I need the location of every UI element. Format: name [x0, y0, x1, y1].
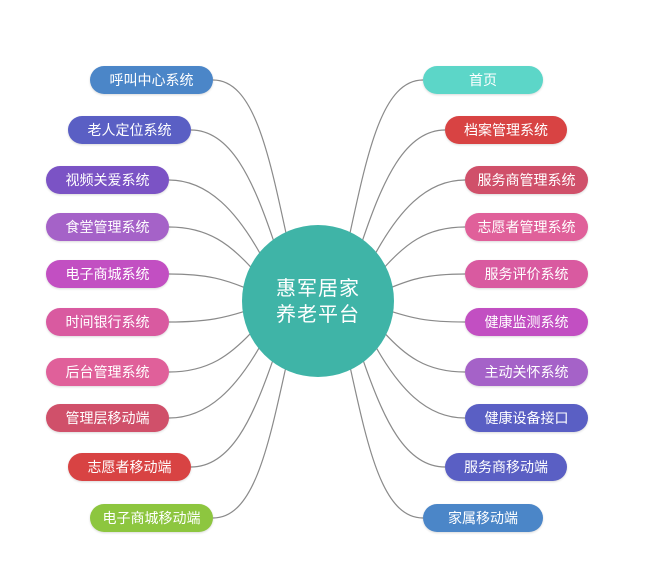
left-node-label: 后台管理系统 — [65, 365, 150, 381]
right-node-2[interactable]: 档案管理系统 — [445, 116, 567, 144]
left-node-4[interactable]: 食堂管理系统 — [46, 213, 169, 241]
right-node-5[interactable]: 服务评价系统 — [465, 260, 588, 288]
left-connector-1 — [212, 79, 287, 235]
right-node-label: 服务商移动端 — [464, 460, 548, 476]
left-connector-3 — [168, 179, 262, 255]
right-connector-8 — [375, 346, 466, 419]
left-connector-7 — [168, 332, 252, 373]
right-node-7[interactable]: 主动关怀系统 — [465, 358, 588, 386]
left-node-label: 视频关爱系统 — [65, 173, 150, 189]
right-connector-2 — [361, 129, 446, 242]
right-node-6[interactable]: 健康监测系统 — [465, 308, 588, 336]
left-node-7[interactable]: 后台管理系统 — [46, 358, 169, 386]
right-connector-1 — [349, 79, 424, 235]
left-node-label: 老人定位系统 — [87, 123, 172, 139]
center-title-line2: 养老平台 — [276, 302, 360, 326]
right-connector-5 — [390, 273, 466, 289]
left-node-label: 电子商城系统 — [65, 267, 150, 283]
left-node-label: 食堂管理系统 — [65, 220, 150, 236]
right-node-label: 健康监测系统 — [484, 315, 569, 331]
right-node-9[interactable]: 服务商移动端 — [445, 453, 567, 481]
right-node-1[interactable]: 首页 — [423, 66, 543, 94]
left-node-label: 电子商城移动端 — [102, 511, 201, 527]
left-node-label: 管理层移动端 — [65, 411, 150, 427]
right-node-label: 志愿者管理系统 — [477, 220, 576, 236]
left-connector-9 — [190, 359, 274, 468]
right-connector-9 — [362, 359, 446, 468]
left-node-8[interactable]: 管理层移动端 — [46, 404, 169, 432]
left-node-label: 呼叫中心系统 — [109, 73, 194, 89]
right-connector-4 — [383, 226, 466, 269]
right-node-label: 主动关怀系统 — [484, 365, 569, 381]
left-node-10[interactable]: 电子商城移动端 — [90, 504, 213, 532]
right-node-label: 健康设备接口 — [484, 411, 569, 427]
left-node-1[interactable]: 呼叫中心系统 — [90, 66, 213, 94]
left-connector-4 — [168, 226, 253, 269]
left-node-5[interactable]: 电子商城系统 — [46, 260, 169, 288]
right-connector-3 — [374, 179, 466, 255]
right-node-10[interactable]: 家属移动端 — [423, 504, 543, 532]
right-node-3[interactable]: 服务商管理系统 — [465, 166, 588, 194]
center-node[interactable]: 惠军居家 养老平台 — [242, 225, 394, 377]
left-connector-10 — [212, 367, 287, 519]
right-connector-10 — [349, 367, 424, 519]
left-node-label: 时间银行系统 — [65, 315, 150, 331]
left-node-9[interactable]: 志愿者移动端 — [68, 453, 191, 481]
right-node-8[interactable]: 健康设备接口 — [465, 404, 588, 432]
right-connector-6 — [391, 310, 466, 323]
right-node-label: 服务商管理系统 — [477, 173, 576, 189]
left-node-2[interactable]: 老人定位系统 — [68, 116, 191, 144]
left-connector-6 — [168, 310, 245, 323]
left-node-label: 志愿者移动端 — [87, 460, 172, 476]
center-title-line1: 惠军居家 — [276, 276, 360, 300]
right-node-label: 服务评价系统 — [484, 267, 569, 283]
right-node-4[interactable]: 志愿者管理系统 — [465, 213, 588, 241]
left-connector-8 — [168, 346, 261, 419]
right-node-label: 家属移动端 — [448, 511, 518, 527]
right-node-label: 首页 — [469, 73, 497, 89]
left-node-3[interactable]: 视频关爱系统 — [46, 166, 169, 194]
left-connector-2 — [190, 129, 275, 242]
left-connector-5 — [168, 273, 246, 289]
left-node-6[interactable]: 时间银行系统 — [46, 308, 169, 336]
right-connector-7 — [384, 332, 466, 373]
right-node-label: 档案管理系统 — [464, 123, 548, 139]
